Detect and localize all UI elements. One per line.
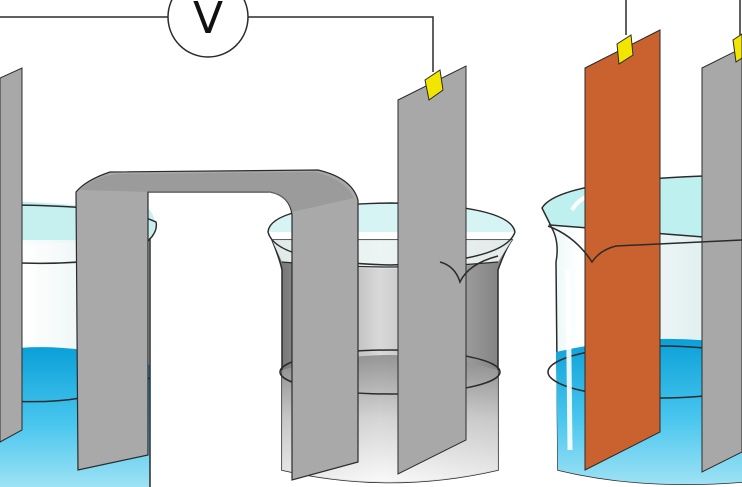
voltmeter-label: V <box>193 0 223 44</box>
right-gray-electrode <box>701 47 742 473</box>
copper-electrode-clip <box>616 34 634 65</box>
middle-beaker-rim-front <box>267 231 516 266</box>
salt-bridge-top-shade <box>80 172 354 212</box>
salt-bridge-body <box>75 169 359 481</box>
middle-electrode-clip <box>424 69 444 101</box>
right-meniscus <box>547 225 742 264</box>
right-gray-electrode-clip <box>732 33 742 63</box>
wire-right <box>248 16 434 72</box>
middle-liquid-surface <box>279 349 501 395</box>
middle-electrode-notch <box>439 255 499 285</box>
right-glass-highlight <box>565 269 573 451</box>
right-cell <box>541 29 742 486</box>
voltmeter: V <box>167 0 249 58</box>
salt-bridge <box>75 169 359 481</box>
voltmeter-circle <box>167 0 249 58</box>
left-electrode <box>0 67 23 443</box>
external-circuit: V <box>0 0 741 72</box>
middle-electrode <box>397 65 467 475</box>
copper-electrode <box>584 29 661 471</box>
